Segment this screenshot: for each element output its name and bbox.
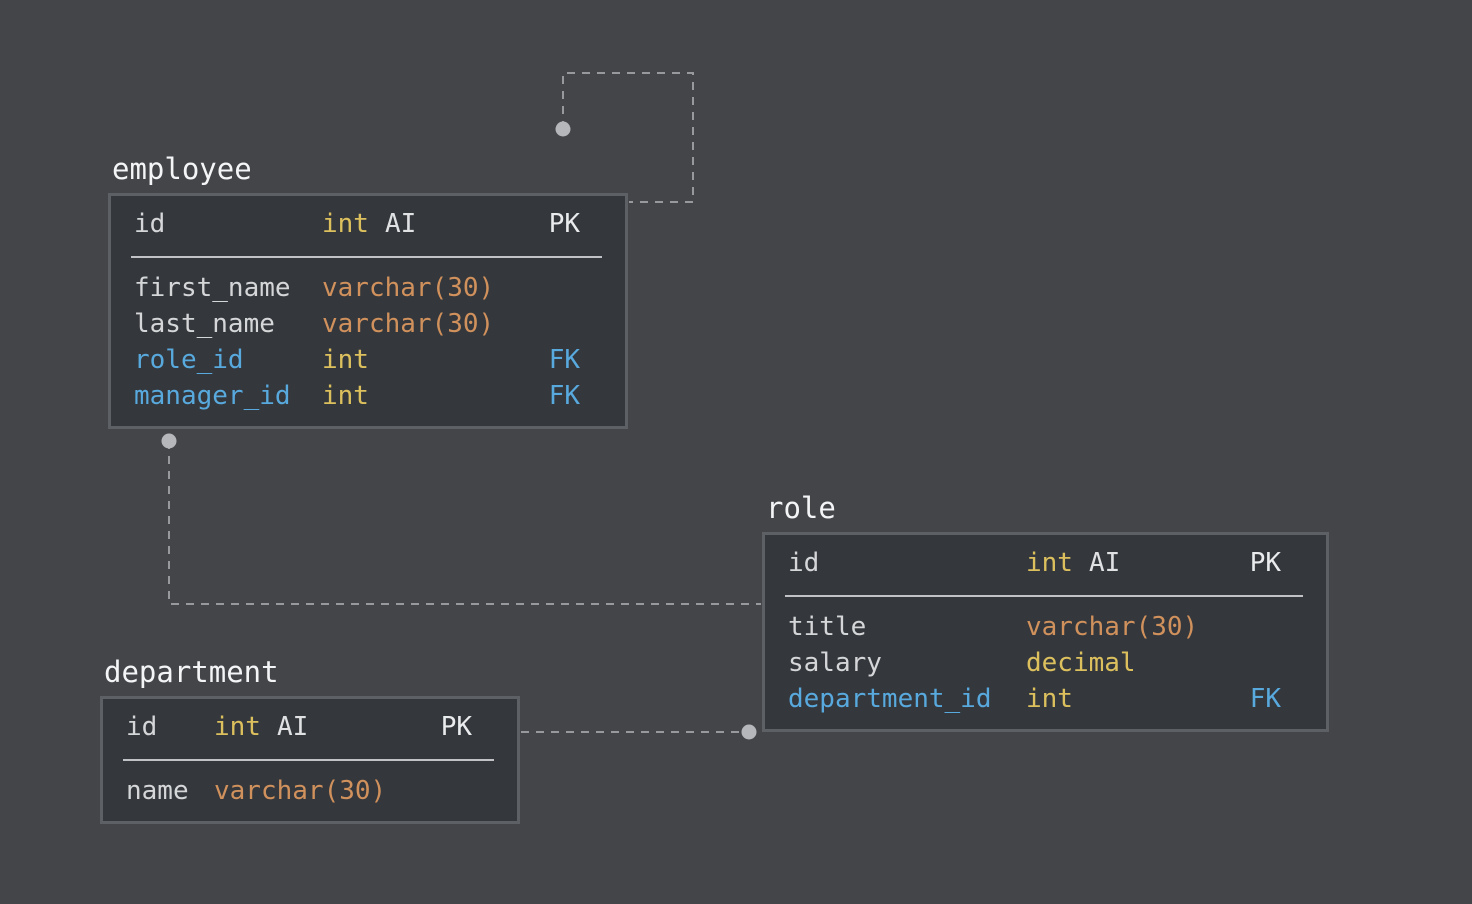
type-text: int: [1026, 548, 1073, 578]
type-text: varchar(30): [322, 309, 495, 339]
relation-endpoint-dot[interactable]: [555, 121, 571, 137]
primary-key-badge: PK: [548, 209, 580, 239]
auto-increment-flag: AI: [276, 712, 309, 742]
relation-department-to-role[interactable]: [521, 724, 757, 740]
type-text: int: [1026, 684, 1073, 714]
column-name: id: [126, 712, 158, 742]
relation-line[interactable]: [562, 72, 694, 203]
type-text: int: [322, 345, 369, 375]
relation-line[interactable]: [168, 441, 761, 605]
type-text: decimal: [1026, 648, 1136, 678]
column-type: int: [322, 378, 549, 414]
table-row: id int AI PK: [103, 699, 517, 745]
column-name: last_name: [134, 309, 275, 339]
column-type: varchar(30): [322, 270, 580, 306]
column-type: int AI: [214, 709, 441, 745]
auto-increment-flag: AI: [384, 209, 417, 239]
column-name: name: [126, 776, 189, 806]
column-name: manager_id: [134, 381, 291, 411]
table-employee[interactable]: employee id int AI PK first_name varchar(…: [108, 154, 628, 429]
column-type: varchar(30): [1026, 609, 1281, 645]
table-box-department[interactable]: id int AI PK name varchar(30): [100, 696, 520, 824]
auto-increment-flag: AI: [1088, 548, 1121, 578]
relation-endpoint-dot[interactable]: [741, 724, 757, 740]
table-row: manager_id int FK: [111, 378, 625, 414]
column-type: int: [322, 342, 549, 378]
relation-endpoint-dot[interactable]: [161, 433, 177, 449]
header-divider: [785, 595, 1303, 597]
table-row: title varchar(30): [765, 609, 1326, 645]
column-type: varchar(30): [322, 306, 580, 342]
table-title: role: [766, 491, 836, 525]
table-row: id int AI PK: [765, 535, 1326, 581]
column-name: first_name: [134, 273, 291, 303]
table-role[interactable]: role id int AI PK title varchar(30) salar…: [762, 493, 1329, 732]
table-title: department: [104, 655, 279, 689]
foreign-key-badge: FK: [548, 345, 580, 375]
table-row: first_name varchar(30): [111, 270, 625, 306]
type-text: varchar(30): [214, 776, 387, 806]
column-type: int AI: [1026, 545, 1250, 581]
column-type: int: [1026, 681, 1250, 717]
foreign-key-badge: FK: [548, 381, 580, 411]
foreign-key-badge: FK: [1249, 684, 1281, 714]
table-row: role_id int FK: [111, 342, 625, 378]
column-name: id: [788, 548, 820, 578]
table-row: id int AI PK: [111, 196, 625, 242]
table-row: last_name varchar(30): [111, 306, 625, 342]
column-name: title: [788, 612, 867, 642]
relation-employee-self-reference[interactable]: [555, 72, 694, 203]
type-text: varchar(30): [1026, 612, 1199, 642]
relation-employee-to-role[interactable]: [161, 433, 762, 605]
table-box-role[interactable]: id int AI PK title varchar(30) salary dec…: [762, 532, 1329, 732]
column-type: varchar(30): [214, 773, 472, 809]
primary-key-badge: PK: [1249, 548, 1281, 578]
column-name: department_id: [788, 684, 992, 714]
type-text: int: [214, 712, 261, 742]
type-text: int: [322, 209, 369, 239]
table-row: name varchar(30): [103, 773, 517, 809]
primary-key-badge: PK: [440, 712, 472, 742]
table-title: employee: [112, 152, 252, 186]
table-row: department_id int FK: [765, 681, 1326, 717]
table-row: salary decimal: [765, 645, 1326, 681]
column-name: id: [134, 209, 166, 239]
table-box-employee[interactable]: id int AI PK first_name varchar(30) last_…: [108, 193, 628, 429]
column-name: salary: [788, 648, 882, 678]
column-name: role_id: [134, 345, 244, 375]
header-divider: [123, 759, 494, 761]
header-divider: [131, 256, 602, 258]
type-text: varchar(30): [322, 273, 495, 303]
column-type: decimal: [1026, 645, 1281, 681]
table-department[interactable]: department id int AI PK name varchar(30): [100, 657, 520, 824]
column-type: int AI: [322, 206, 549, 242]
type-text: int: [322, 381, 369, 411]
